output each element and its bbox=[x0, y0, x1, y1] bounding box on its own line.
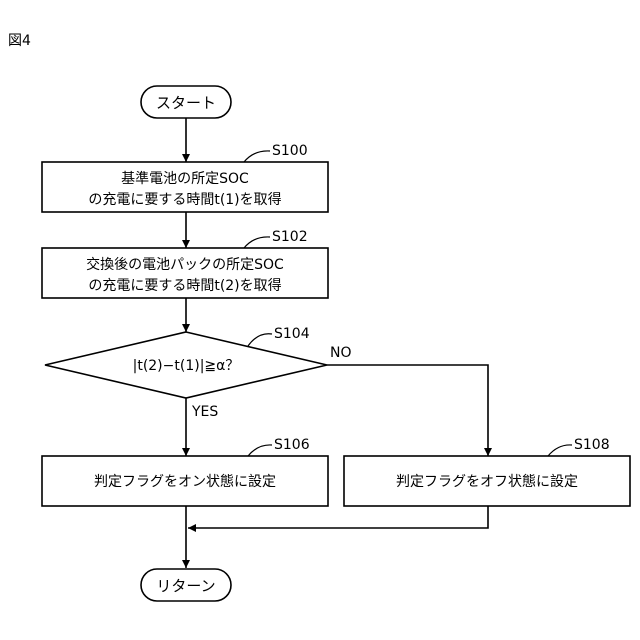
s100-label-line1: 基準電池の所定SOC bbox=[121, 170, 249, 187]
s102-step-id: S102 bbox=[272, 229, 308, 245]
s106-step-id: S106 bbox=[274, 437, 310, 453]
arrow-s104-no-to-s108 bbox=[327, 365, 488, 456]
no-branch-label: NO bbox=[330, 345, 352, 361]
start-label: スタート bbox=[156, 94, 216, 112]
s102-label-line1: 交換後の電池パックの所定SOC bbox=[86, 256, 284, 273]
s102-leader bbox=[244, 237, 270, 248]
s100-label-line2: の充電に要する時間t(1)を取得 bbox=[88, 191, 281, 208]
arrow-s108-merge bbox=[188, 506, 488, 528]
return-label: リターン bbox=[156, 577, 215, 595]
s108-label: 判定フラグをオフ状態に設定 bbox=[396, 474, 578, 490]
s104-step-id: S104 bbox=[274, 326, 310, 342]
s104-condition: |t(2)−t(1)|≧α？ bbox=[133, 358, 240, 374]
s100-step-id: S100 bbox=[272, 143, 308, 159]
s108-step-id: S108 bbox=[574, 437, 610, 453]
s102-label-line2: の充電に要する時間t(2)を取得 bbox=[88, 277, 281, 294]
s106-label: 判定フラグをオン状態に設定 bbox=[94, 474, 276, 490]
s106-leader bbox=[248, 445, 272, 456]
figure-label: 図4 bbox=[8, 33, 31, 49]
yes-branch-label: YES bbox=[191, 404, 218, 420]
s100-leader bbox=[244, 151, 270, 162]
s108-leader bbox=[548, 445, 572, 456]
s104-leader bbox=[248, 334, 272, 346]
